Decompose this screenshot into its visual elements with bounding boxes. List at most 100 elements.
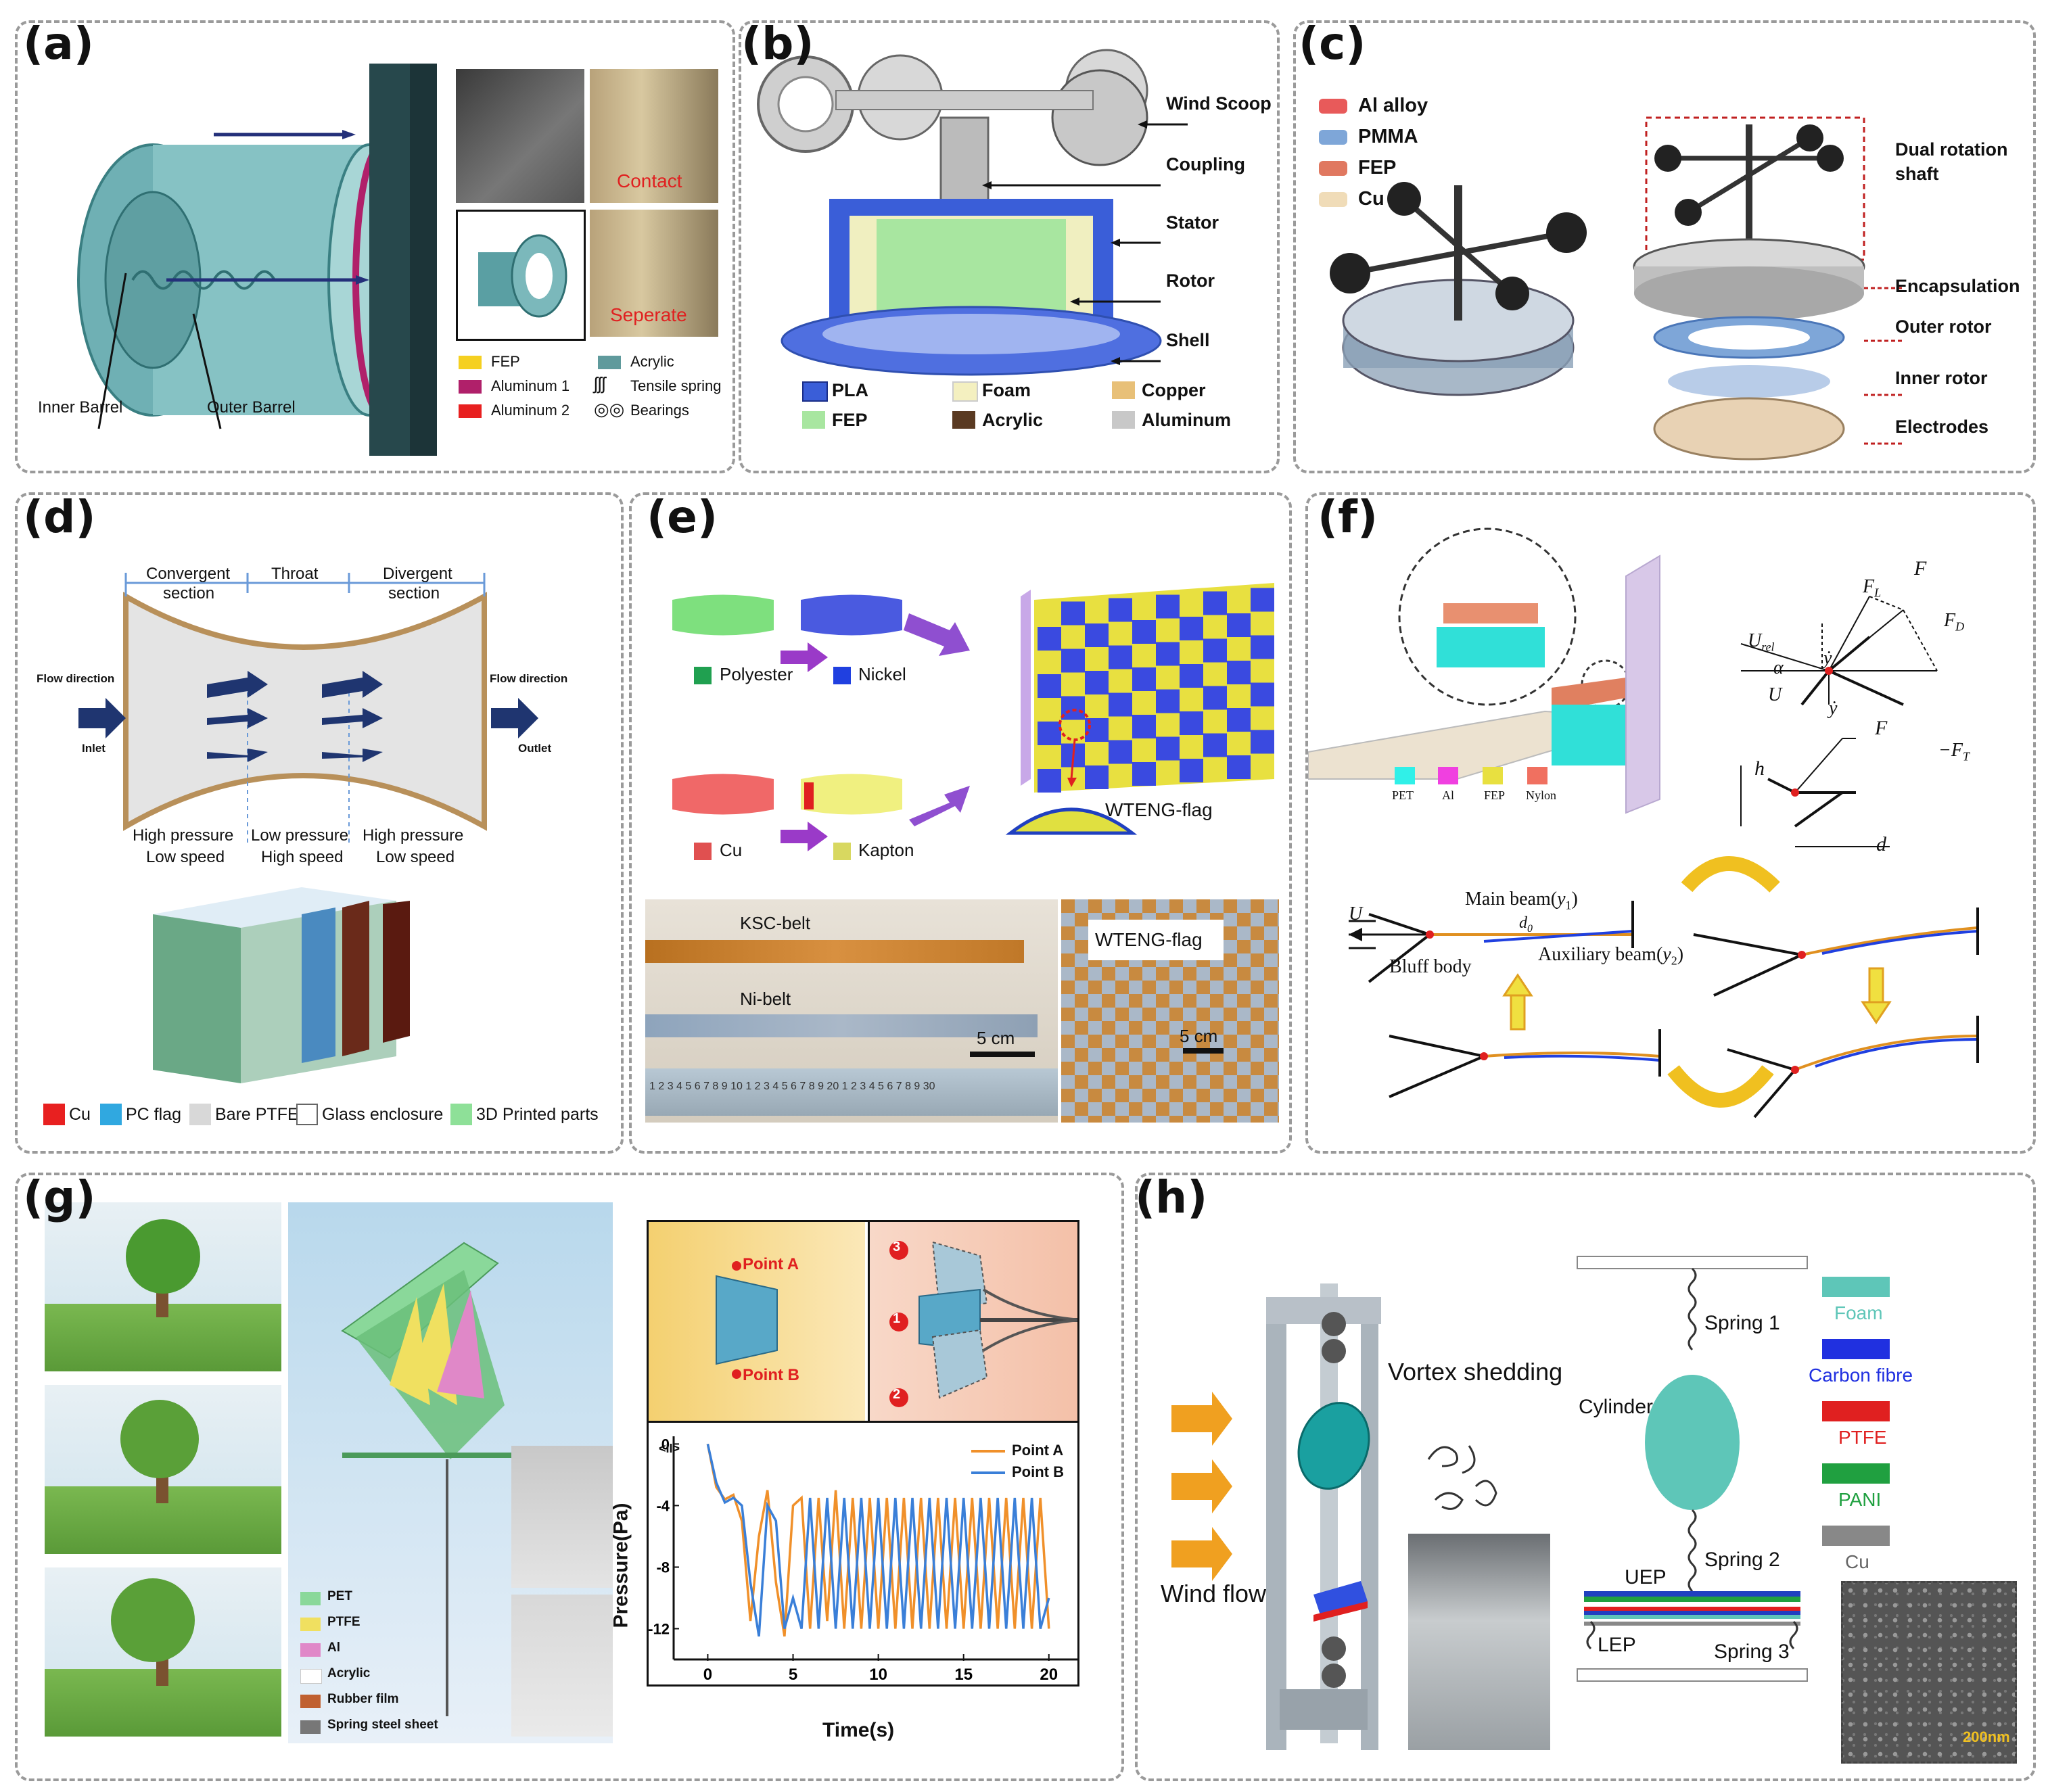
legend-swatch-acrylic <box>300 1669 322 1684</box>
legend-label: PLA <box>832 380 868 400</box>
panel-b: (b) Wind Scoop Coupling Stator Rotor She… <box>739 20 1280 473</box>
legend-swatch-fep <box>802 411 825 429</box>
legend-swatch-al2 <box>459 404 482 418</box>
flag-cell <box>1227 708 1251 732</box>
bearing-icon: ◎◎ <box>594 399 625 419</box>
dual-rotation-teng-diagram <box>1330 116 1905 461</box>
legend-swatch-aluminum <box>1112 411 1135 429</box>
legend-swatch-carbon-fibre <box>1822 1339 1890 1359</box>
vortex-teng-diagram <box>1171 1283 1497 1750</box>
legend-swatch-cu <box>43 1104 65 1125</box>
inner-barrel-label: Inner Barrel <box>38 398 123 417</box>
legend-label: Al alloy <box>1358 95 1428 116</box>
u-label: U <box>1768 684 1782 705</box>
flag-cell <box>1203 638 1227 663</box>
scale-bar <box>970 1052 1035 1057</box>
flag-cell <box>1251 635 1274 659</box>
legend-swatch-ptfe <box>300 1618 321 1631</box>
flag-cell <box>1227 661 1251 684</box>
legend-label: Acrylic <box>327 1666 371 1680</box>
flag-cell <box>1061 649 1085 673</box>
point-a-label: Point A <box>743 1255 799 1273</box>
kapton-label: Kapton <box>858 840 914 860</box>
venturi-diagram <box>78 573 538 1083</box>
legend-swatch-ptfe <box>1822 1401 1890 1421</box>
nickel-swatch <box>833 667 851 684</box>
ydot-label: ẏ <box>1823 648 1832 669</box>
legend-swatch-cu <box>1822 1526 1890 1546</box>
f-label: F <box>1914 557 1927 580</box>
flow-direction-in-label: Flow direction <box>37 672 115 685</box>
low-pressure-label: Low pressure <box>251 826 349 845</box>
pressure-chart-frame <box>647 1423 1079 1687</box>
scale-label: 5 cm <box>977 1028 1015 1048</box>
flag-cell <box>1109 598 1132 622</box>
ruler-numbers: 1 2 3 4 5 6 7 8 9 10 1 2 3 4 5 6 7 8 9 2… <box>649 1081 935 1092</box>
chart-x-axis-label: Time(s) <box>822 1719 895 1741</box>
u-flow-label: U <box>1349 903 1363 924</box>
flag-cell <box>1109 692 1132 717</box>
flag-cell <box>1038 769 1061 793</box>
legend-swatch-bare-ptfe <box>189 1104 211 1125</box>
spring-2-label: Spring 2 <box>1704 1549 1780 1571</box>
legend-swatch-foam <box>952 381 978 402</box>
panel-label-f: (f) <box>1318 492 1378 543</box>
y-tick-label: -4 <box>656 1497 670 1514</box>
chart-y-axis-label: Pressure(Pa) <box>609 1503 632 1628</box>
flag-cell <box>1180 759 1203 782</box>
flag-cell <box>1085 623 1109 647</box>
panel-label-c: (c) <box>1299 20 1366 70</box>
device-photo-2 <box>511 1595 613 1737</box>
x-tick-label: 20 <box>1040 1666 1058 1684</box>
d-label: d <box>1876 833 1886 855</box>
panel-label-b: (b) <box>741 20 814 70</box>
convergent-label: Convergent <box>146 565 231 583</box>
flag-cell <box>1227 613 1251 637</box>
photo-seperate: Seperate <box>590 210 718 337</box>
main-beam-label: Main beam(y1) <box>1465 889 1578 912</box>
flag-cell <box>1251 588 1274 612</box>
legend-label: Bearings <box>630 402 689 419</box>
vortex-shedding-label: Vortex shedding <box>1388 1358 1563 1386</box>
d0-label: d0 <box>1519 914 1533 935</box>
y-tick-label: 0 <box>661 1436 670 1453</box>
legend-swatch-al-alloy <box>1319 99 1347 114</box>
flag-cell <box>1038 722 1061 745</box>
sem-image <box>1841 1581 2017 1764</box>
flag-cell <box>1227 755 1251 779</box>
flag-cell <box>1085 671 1109 694</box>
setup-photo <box>1408 1534 1550 1750</box>
panel-e: (e) Polyester Nickel Cu Kapton WTENG-fla… <box>629 492 1292 1154</box>
flag-cell <box>1180 617 1203 640</box>
encapsulation-label: Encapsulation <box>1895 276 2020 296</box>
legend-swatch-cu <box>1319 192 1347 207</box>
wind-turbine-diagram <box>757 49 1188 376</box>
flag-cell <box>1180 664 1203 688</box>
ydot-down-label: ẏ <box>1829 698 1838 719</box>
legend-swatch-acrylic <box>952 411 975 429</box>
photo-prototype <box>456 69 584 203</box>
high-speed-label: High speed <box>261 848 344 866</box>
shaft-label: shaft <box>1895 164 1939 184</box>
outer-barrel-label: Outer Barrel <box>207 398 296 417</box>
photo-belts <box>645 899 1058 1123</box>
polyester-swatch <box>694 667 712 684</box>
flag-cell <box>1061 696 1085 720</box>
electrodes-label: Electrodes <box>1895 417 1989 437</box>
y-tick-label: -8 <box>656 1559 670 1576</box>
flag-cell <box>1156 736 1180 761</box>
coupling-label: Coupling <box>1166 154 1245 174</box>
photo-contact: Contact <box>590 69 718 203</box>
flag-label-box <box>1088 920 1224 960</box>
shell-label: Shell <box>1166 330 1210 350</box>
series-line-point-a <box>706 1444 1050 1637</box>
ni-belt <box>645 1014 1038 1037</box>
legend-label: Al <box>1442 788 1454 802</box>
legend-label: Copper <box>1142 380 1206 400</box>
legend-label: FEP <box>1358 157 1397 179</box>
cylinder-label: Cylinder <box>1579 1396 1654 1418</box>
low-speed-label-2: Low speed <box>376 848 455 866</box>
panel-label-e: (e) <box>647 492 718 543</box>
legend-label: Carbon fibre <box>1809 1365 1913 1386</box>
scale-bar-2 <box>1183 1048 1224 1054</box>
